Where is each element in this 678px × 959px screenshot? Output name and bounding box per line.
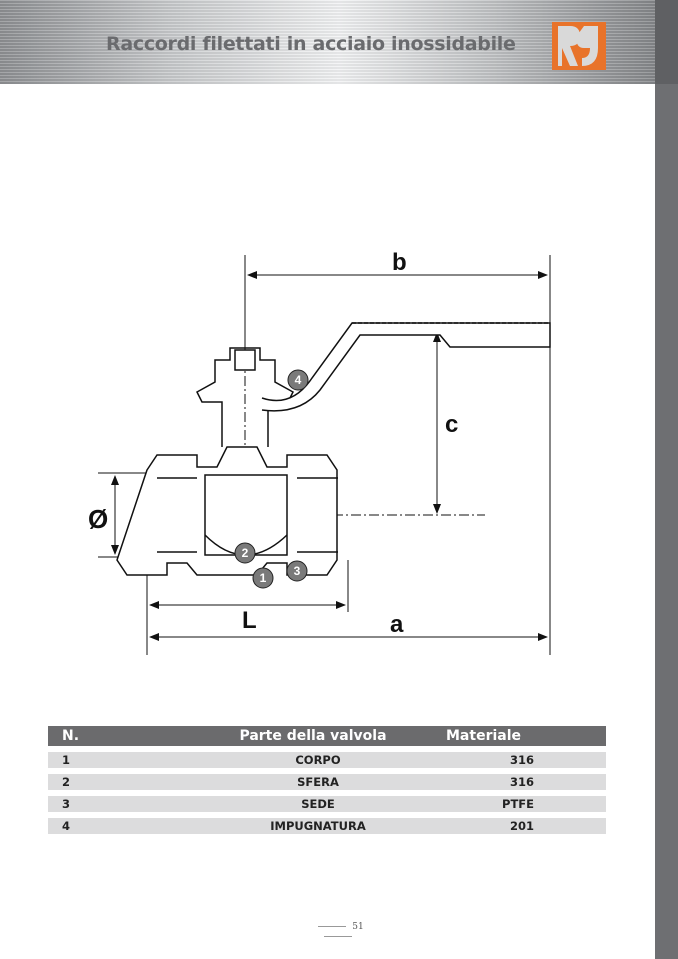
table-row: 1 CORPO 316: [48, 752, 606, 768]
table-header: N. Parte della valvola Materiale: [48, 726, 606, 746]
cell-number: 3: [62, 797, 71, 811]
brand-logo: [552, 22, 606, 70]
callout-3: 3: [294, 564, 301, 578]
callout-2: 2: [242, 546, 249, 560]
cell-material: 201: [509, 819, 534, 833]
side-band-top: [655, 0, 678, 84]
page-number-text: 51: [352, 922, 364, 932]
label-diameter: Ø: [88, 504, 108, 534]
header-material: Materiale: [446, 728, 522, 744]
cell-material: PTFE: [502, 797, 534, 811]
label-b: b: [392, 249, 407, 276]
page-number: 51: [298, 922, 378, 942]
table-row: 3 SEDE PTFE: [48, 796, 606, 812]
table-row: 4 IMPUGNATURA 201: [48, 818, 606, 834]
cell-number: 4: [62, 819, 71, 833]
label-a: a: [390, 611, 404, 638]
table-row: 2 SFERA 316: [48, 774, 606, 790]
cell-material: 316: [509, 753, 534, 767]
cell-number: 2: [62, 775, 71, 789]
cell-part: SFERA: [297, 775, 339, 789]
callout-4: 4: [295, 373, 302, 387]
cell-part: CORPO: [295, 753, 341, 767]
label-c: c: [445, 411, 458, 438]
label-L: L: [242, 607, 257, 634]
header-part: Parte della valvola: [239, 728, 387, 744]
cell-part: SEDE: [301, 797, 335, 811]
page-title: Raccordi filettati in acciaio inossidabi…: [106, 33, 516, 55]
parts-table: N. Parte della valvola Materiale 1 CORPO 3…: [48, 726, 606, 834]
side-band: [655, 84, 678, 959]
cell-number: 1: [62, 753, 71, 767]
cell-material: 316: [509, 775, 534, 789]
header-number: N.: [62, 728, 80, 744]
ball-valve-drawing: b c Ø L a 4 2 1 3: [88, 249, 551, 655]
callout-1: 1: [260, 571, 267, 585]
cell-part: IMPUGNATURA: [270, 819, 366, 833]
valve-body: [116, 322, 551, 576]
